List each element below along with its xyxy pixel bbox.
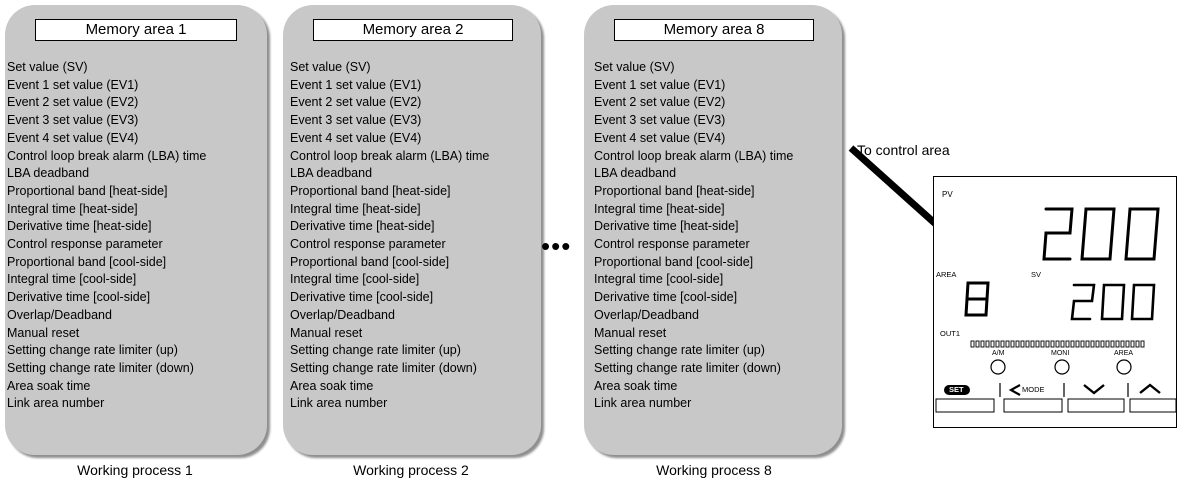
parameter-item: Area soak time bbox=[594, 378, 678, 393]
parameter-item: LBA deadband bbox=[594, 166, 677, 181]
memory-area-8-panel: Memory area 8 Set value (SV) Event 1 set … bbox=[584, 5, 842, 455]
parameter-item: Link area number bbox=[594, 396, 692, 411]
parameter-item: Set value (SV) bbox=[290, 60, 371, 74]
parameter-item: Control response parameter bbox=[7, 237, 163, 252]
controller-drawing bbox=[935, 207, 1177, 413]
memory-area-1-parameter-list: Set value (SV) Event 1 set value (EV1) Eve… bbox=[7, 59, 206, 413]
moni-lamp-icon bbox=[1054, 359, 1070, 375]
out1-label: OUT1 bbox=[940, 329, 961, 338]
parameter-item: Derivative time [cool-side] bbox=[7, 290, 151, 305]
set-key-label[interactable]: SET bbox=[949, 385, 964, 394]
parameter-item: Link area number bbox=[7, 396, 105, 411]
output-bargraph bbox=[970, 340, 1145, 348]
parameter-item: Event 1 set value (EV1) bbox=[594, 77, 726, 92]
parameter-item: Event 3 set value (EV3) bbox=[594, 113, 726, 128]
parameter-item: Derivative time [heat-side] bbox=[594, 219, 739, 234]
parameter-item: Overlap/Deadband bbox=[7, 307, 112, 322]
parameter-item: Proportional band [heat-side] bbox=[594, 183, 755, 198]
parameter-item: Setting change rate limiter (down) bbox=[594, 360, 781, 375]
parameter-item: Event 1 set value (EV1) bbox=[290, 77, 422, 92]
area-button-label: AREA bbox=[1114, 350, 1134, 357]
parameter-item: Event 2 set value (EV2) bbox=[594, 95, 726, 110]
parameter-item: Control loop break alarm (LBA) time bbox=[290, 148, 490, 163]
parameter-item: Integral time [heat-side] bbox=[594, 201, 725, 216]
moni-button-label: MONI bbox=[1051, 350, 1070, 357]
parameter-item: LBA deadband bbox=[7, 166, 90, 181]
memory-area-2-panel: Memory area 2 Set value (SV) Event 1 set … bbox=[283, 5, 541, 455]
mode-key-label[interactable]: MODE bbox=[1022, 385, 1045, 394]
parameter-item: Integral time [cool-side] bbox=[594, 272, 724, 287]
parameter-item: Manual reset bbox=[290, 325, 363, 340]
to-control-area-label: To control area bbox=[857, 142, 950, 158]
memory-area-2-title: Memory area 2 bbox=[313, 19, 513, 41]
parameter-item: Setting change rate limiter (up) bbox=[594, 343, 765, 358]
controller-front-panel: PV AREA SV OUT1 A/M MONI AREA SET MODE bbox=[933, 176, 1177, 428]
parameter-item: Integral time [cool-side] bbox=[7, 272, 137, 287]
parameter-item: Control loop break alarm (LBA) time bbox=[7, 148, 207, 163]
parameter-item: Set value (SV) bbox=[594, 60, 675, 74]
parameter-item: Overlap/Deadband bbox=[594, 307, 699, 322]
parameter-item: Event 2 set value (EV2) bbox=[7, 95, 139, 110]
memory-area-2-parameter-list: Set value (SV) Event 1 set value (EV1) Eve… bbox=[290, 59, 489, 413]
parameter-item: Overlap/Deadband bbox=[290, 307, 395, 322]
parameter-item: Proportional band [heat-side] bbox=[290, 183, 451, 198]
parameter-item: Event 3 set value (EV3) bbox=[290, 113, 422, 128]
parameter-item: Event 4 set value (EV4) bbox=[290, 130, 422, 145]
parameter-item: Manual reset bbox=[594, 325, 667, 340]
memory-area-8-parameter-list: Set value (SV) Event 1 set value (EV1) Eve… bbox=[594, 59, 793, 413]
parameter-item: Derivative time [cool-side] bbox=[594, 290, 738, 305]
parameter-item: Integral time [heat-side] bbox=[290, 201, 421, 216]
memory-area-8-title: Memory area 8 bbox=[614, 19, 814, 41]
parameter-item: Event 1 set value (EV1) bbox=[7, 77, 139, 92]
parameter-item: Setting change rate limiter (down) bbox=[290, 360, 477, 375]
pv-display bbox=[1042, 207, 1160, 261]
parameter-item: Setting change rate limiter (down) bbox=[7, 360, 194, 375]
parameter-item: Control response parameter bbox=[594, 237, 750, 252]
parameter-item: Set value (SV) bbox=[7, 60, 88, 74]
memory-area-1-panel: Memory area 1 Set value (SV) Event 1 set … bbox=[5, 5, 267, 455]
area-number-display bbox=[964, 281, 990, 317]
up-key-icon bbox=[1139, 383, 1161, 394]
parameter-item: Control loop break alarm (LBA) time bbox=[594, 148, 794, 163]
area-lamp-icon bbox=[1116, 359, 1132, 375]
working-process-2-caption: Working process 2 bbox=[353, 462, 469, 478]
parameter-item: Event 2 set value (EV2) bbox=[290, 95, 422, 110]
parameter-item: Area soak time bbox=[7, 378, 91, 393]
parameter-item: Area soak time bbox=[290, 378, 374, 393]
parameter-item: Derivative time [heat-side] bbox=[290, 219, 435, 234]
parameter-item: Derivative time [cool-side] bbox=[290, 290, 434, 305]
am-button-label: A/M bbox=[992, 350, 1005, 357]
more-areas-ellipsis: ••• bbox=[541, 231, 572, 261]
parameter-item: Setting change rate limiter (up) bbox=[7, 343, 178, 358]
parameter-item: Manual reset bbox=[7, 325, 80, 340]
parameter-item: Setting change rate limiter (up) bbox=[290, 343, 461, 358]
parameter-item: Event 3 set value (EV3) bbox=[7, 113, 139, 128]
parameter-item: Derivative time [heat-side] bbox=[7, 219, 152, 234]
parameter-item: Proportional band [cool-side] bbox=[7, 254, 167, 269]
area-label: AREA bbox=[936, 270, 957, 279]
parameter-item: Proportional band [cool-side] bbox=[594, 254, 754, 269]
parameter-item: Event 4 set value (EV4) bbox=[7, 130, 139, 145]
parameter-item: Proportional band [cool-side] bbox=[290, 254, 450, 269]
down-key-icon bbox=[1083, 384, 1105, 395]
sv-display bbox=[1070, 283, 1156, 321]
parameter-item: Integral time [heat-side] bbox=[7, 201, 138, 216]
parameter-item: Link area number bbox=[290, 396, 388, 411]
pv-label: PV bbox=[942, 190, 953, 199]
memory-area-1-title: Memory area 1 bbox=[35, 19, 237, 41]
working-process-8-caption: Working process 8 bbox=[656, 462, 772, 478]
working-process-1-caption: Working process 1 bbox=[77, 462, 193, 478]
parameter-item: Control response parameter bbox=[290, 237, 446, 252]
parameter-item: LBA deadband bbox=[290, 166, 373, 181]
parameter-item: Event 4 set value (EV4) bbox=[594, 130, 726, 145]
set-key-icon bbox=[944, 385, 970, 395]
parameter-item: Integral time [cool-side] bbox=[290, 272, 420, 287]
am-lamp-icon bbox=[990, 359, 1006, 375]
parameter-item: Proportional band [heat-side] bbox=[7, 183, 168, 198]
shift-mode-key-icon bbox=[1008, 384, 1021, 396]
sv-label: SV bbox=[1031, 270, 1042, 279]
